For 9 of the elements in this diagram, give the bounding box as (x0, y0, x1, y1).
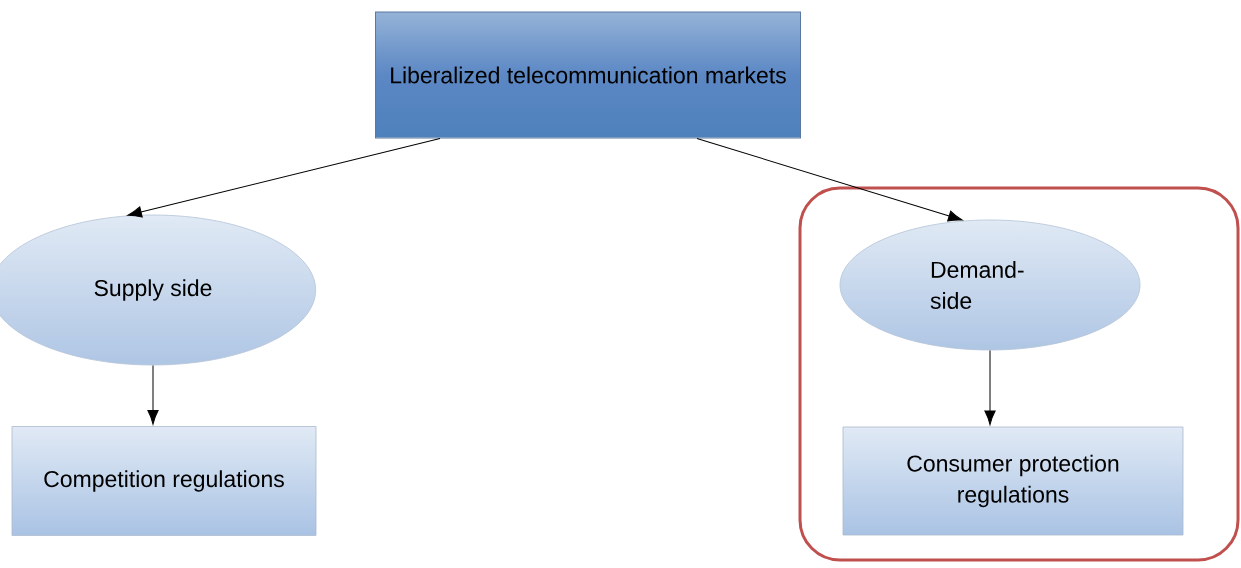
arrow (984, 349, 996, 426)
process-box: Liberalized telecommunication markets (375, 11, 801, 139)
arrow (696, 138, 963, 222)
highlight-frame (798, 186, 1240, 562)
arrow (127, 138, 441, 218)
process-box: Consumer protection regulations (842, 426, 1184, 536)
ellipse-node: Demand-side (839, 219, 1141, 351)
arrow (147, 364, 159, 425)
process-box: Competition regulations (11, 426, 317, 536)
